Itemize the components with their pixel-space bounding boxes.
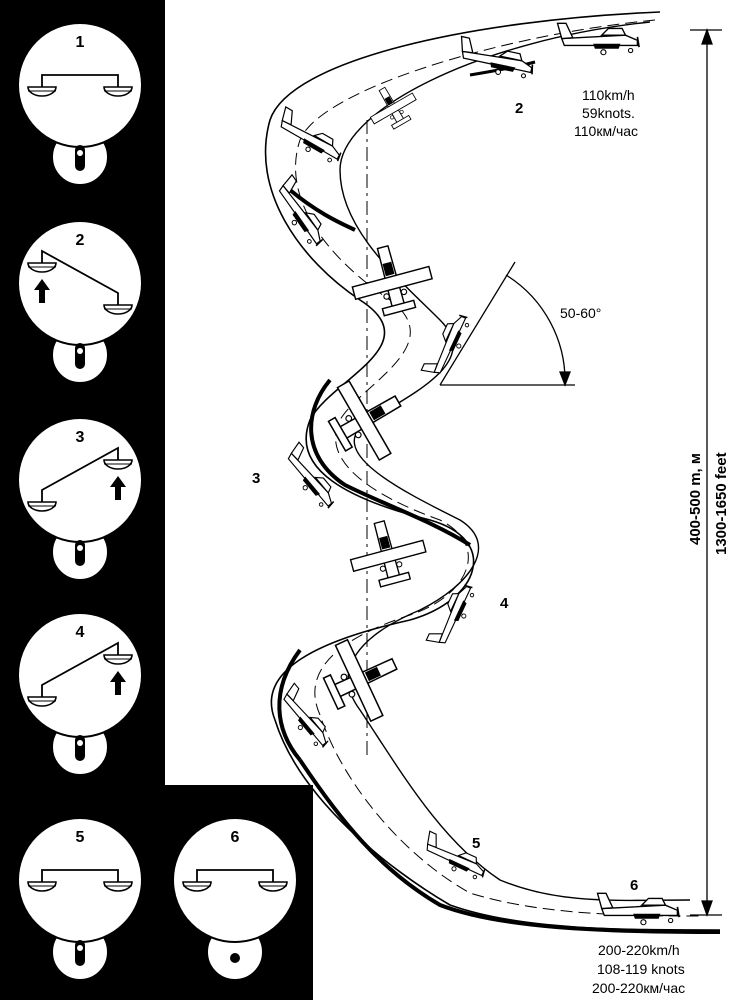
entry-speed-knots: 59knots. <box>582 105 635 121</box>
path-bold-segment-left <box>288 188 356 232</box>
bank-bar <box>196 869 274 882</box>
gauge-number: 2 <box>76 232 85 249</box>
slip-indicator-gauges: 1 2 3 4 5 6 <box>17 22 298 981</box>
stage-label-3: 3 <box>252 470 260 487</box>
bank-bar <box>41 869 119 882</box>
ball-highlight <box>77 348 83 354</box>
ball-highlight <box>77 545 83 551</box>
ball-slot <box>75 940 85 966</box>
aircraft-side-view <box>420 314 470 374</box>
aircraft-side-view <box>556 22 640 56</box>
altitude-bar <box>690 28 722 917</box>
aircraft-side-view <box>596 892 680 926</box>
altitude-loss-feet: 1300-1650 feet <box>713 452 730 555</box>
ball-dot <box>230 953 240 963</box>
aircraft-side-view <box>460 35 534 79</box>
gauge-number: 5 <box>76 829 85 846</box>
path-bold-segment-middle <box>309 378 472 547</box>
altitude-arrow-bottom <box>701 900 713 917</box>
entry-speed-label: 110km/h 59knots. 110км/час <box>574 87 638 139</box>
path-inner-edge <box>339 21 691 902</box>
exit-speed-kmh: 200-220km/h <box>598 942 680 958</box>
ball-highlight <box>77 740 83 746</box>
gauge-number: 4 <box>76 624 85 641</box>
entry-speed-kmh: 110km/h <box>582 87 635 103</box>
stage-label-2: 2 <box>515 100 523 117</box>
bank-bar <box>41 641 119 697</box>
gauge-4: 4 <box>17 612 143 776</box>
gauge-5: 5 <box>17 817 143 981</box>
aircraft-side-view <box>283 682 329 748</box>
exit-speed-label: 200-220km/h 108-119 knots 200-220км/час <box>592 942 685 996</box>
altitude-arrow-top <box>701 28 713 45</box>
ball-slot <box>75 343 85 369</box>
aircraft-plan-view <box>369 86 417 130</box>
bank-bar <box>41 249 119 305</box>
angle-arc <box>505 274 566 386</box>
aircraft-side-view <box>280 106 342 163</box>
aircraft-plan-view <box>351 244 433 317</box>
rudder-arrow-icon <box>110 671 126 695</box>
bank-dial <box>172 817 298 943</box>
ball-slot <box>75 540 85 566</box>
path-centerline <box>295 19 701 917</box>
altitude-loss-metric: 400-500 m, м <box>687 453 704 545</box>
gauge-number: 1 <box>76 34 85 51</box>
gauge-3: 3 <box>17 417 143 581</box>
gauge-2: 2 <box>17 220 143 384</box>
rudder-arrow-icon <box>34 279 50 303</box>
entry-speed-kmh-ru: 110км/час <box>574 123 638 139</box>
aircraft-plan-view <box>322 638 398 723</box>
gauge-6: 6 <box>172 817 298 981</box>
aircraft-side-view <box>426 830 486 880</box>
stage-label-6: 6 <box>630 877 638 894</box>
pitch-angle-indicator <box>439 261 575 387</box>
flight-path <box>264 11 721 934</box>
gauge-1: 1 <box>17 22 143 186</box>
aircraft-plan-view <box>327 379 402 462</box>
aircraft-side-view <box>287 441 335 509</box>
angle-arc-arrowhead <box>559 371 571 387</box>
aircraft-side-view <box>425 584 475 644</box>
exit-speed-kmh-ru: 200-220км/час <box>592 980 685 996</box>
ball-highlight <box>77 945 83 951</box>
bank-bar <box>41 74 119 87</box>
pitch-angle-label: 50-60° <box>560 305 601 321</box>
stage-label-4: 4 <box>500 595 509 612</box>
gauge-number: 3 <box>76 429 85 446</box>
stage-label-5: 5 <box>472 835 480 852</box>
aircraft-plan-view <box>349 520 427 588</box>
aircraft-side-view <box>278 173 324 247</box>
path-bold-segment-lower <box>277 648 302 762</box>
rudder-arrow-icon <box>110 476 126 500</box>
exit-speed-knots: 108-119 knots <box>597 961 685 977</box>
angle-ray-upper <box>439 261 516 386</box>
bank-bar <box>41 446 119 502</box>
ball-slot <box>75 145 85 171</box>
ball-slot <box>75 735 85 761</box>
path-bold-bottom <box>298 758 721 934</box>
aircraft-silhouettes <box>278 22 680 926</box>
ball-highlight <box>77 150 83 156</box>
gauge-number: 6 <box>231 829 240 846</box>
